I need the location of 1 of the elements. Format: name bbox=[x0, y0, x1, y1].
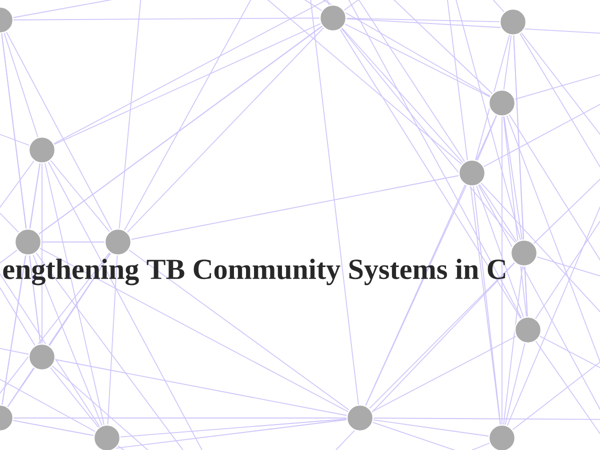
title: engthening TB Community Systems in C bbox=[3, 258, 506, 286]
